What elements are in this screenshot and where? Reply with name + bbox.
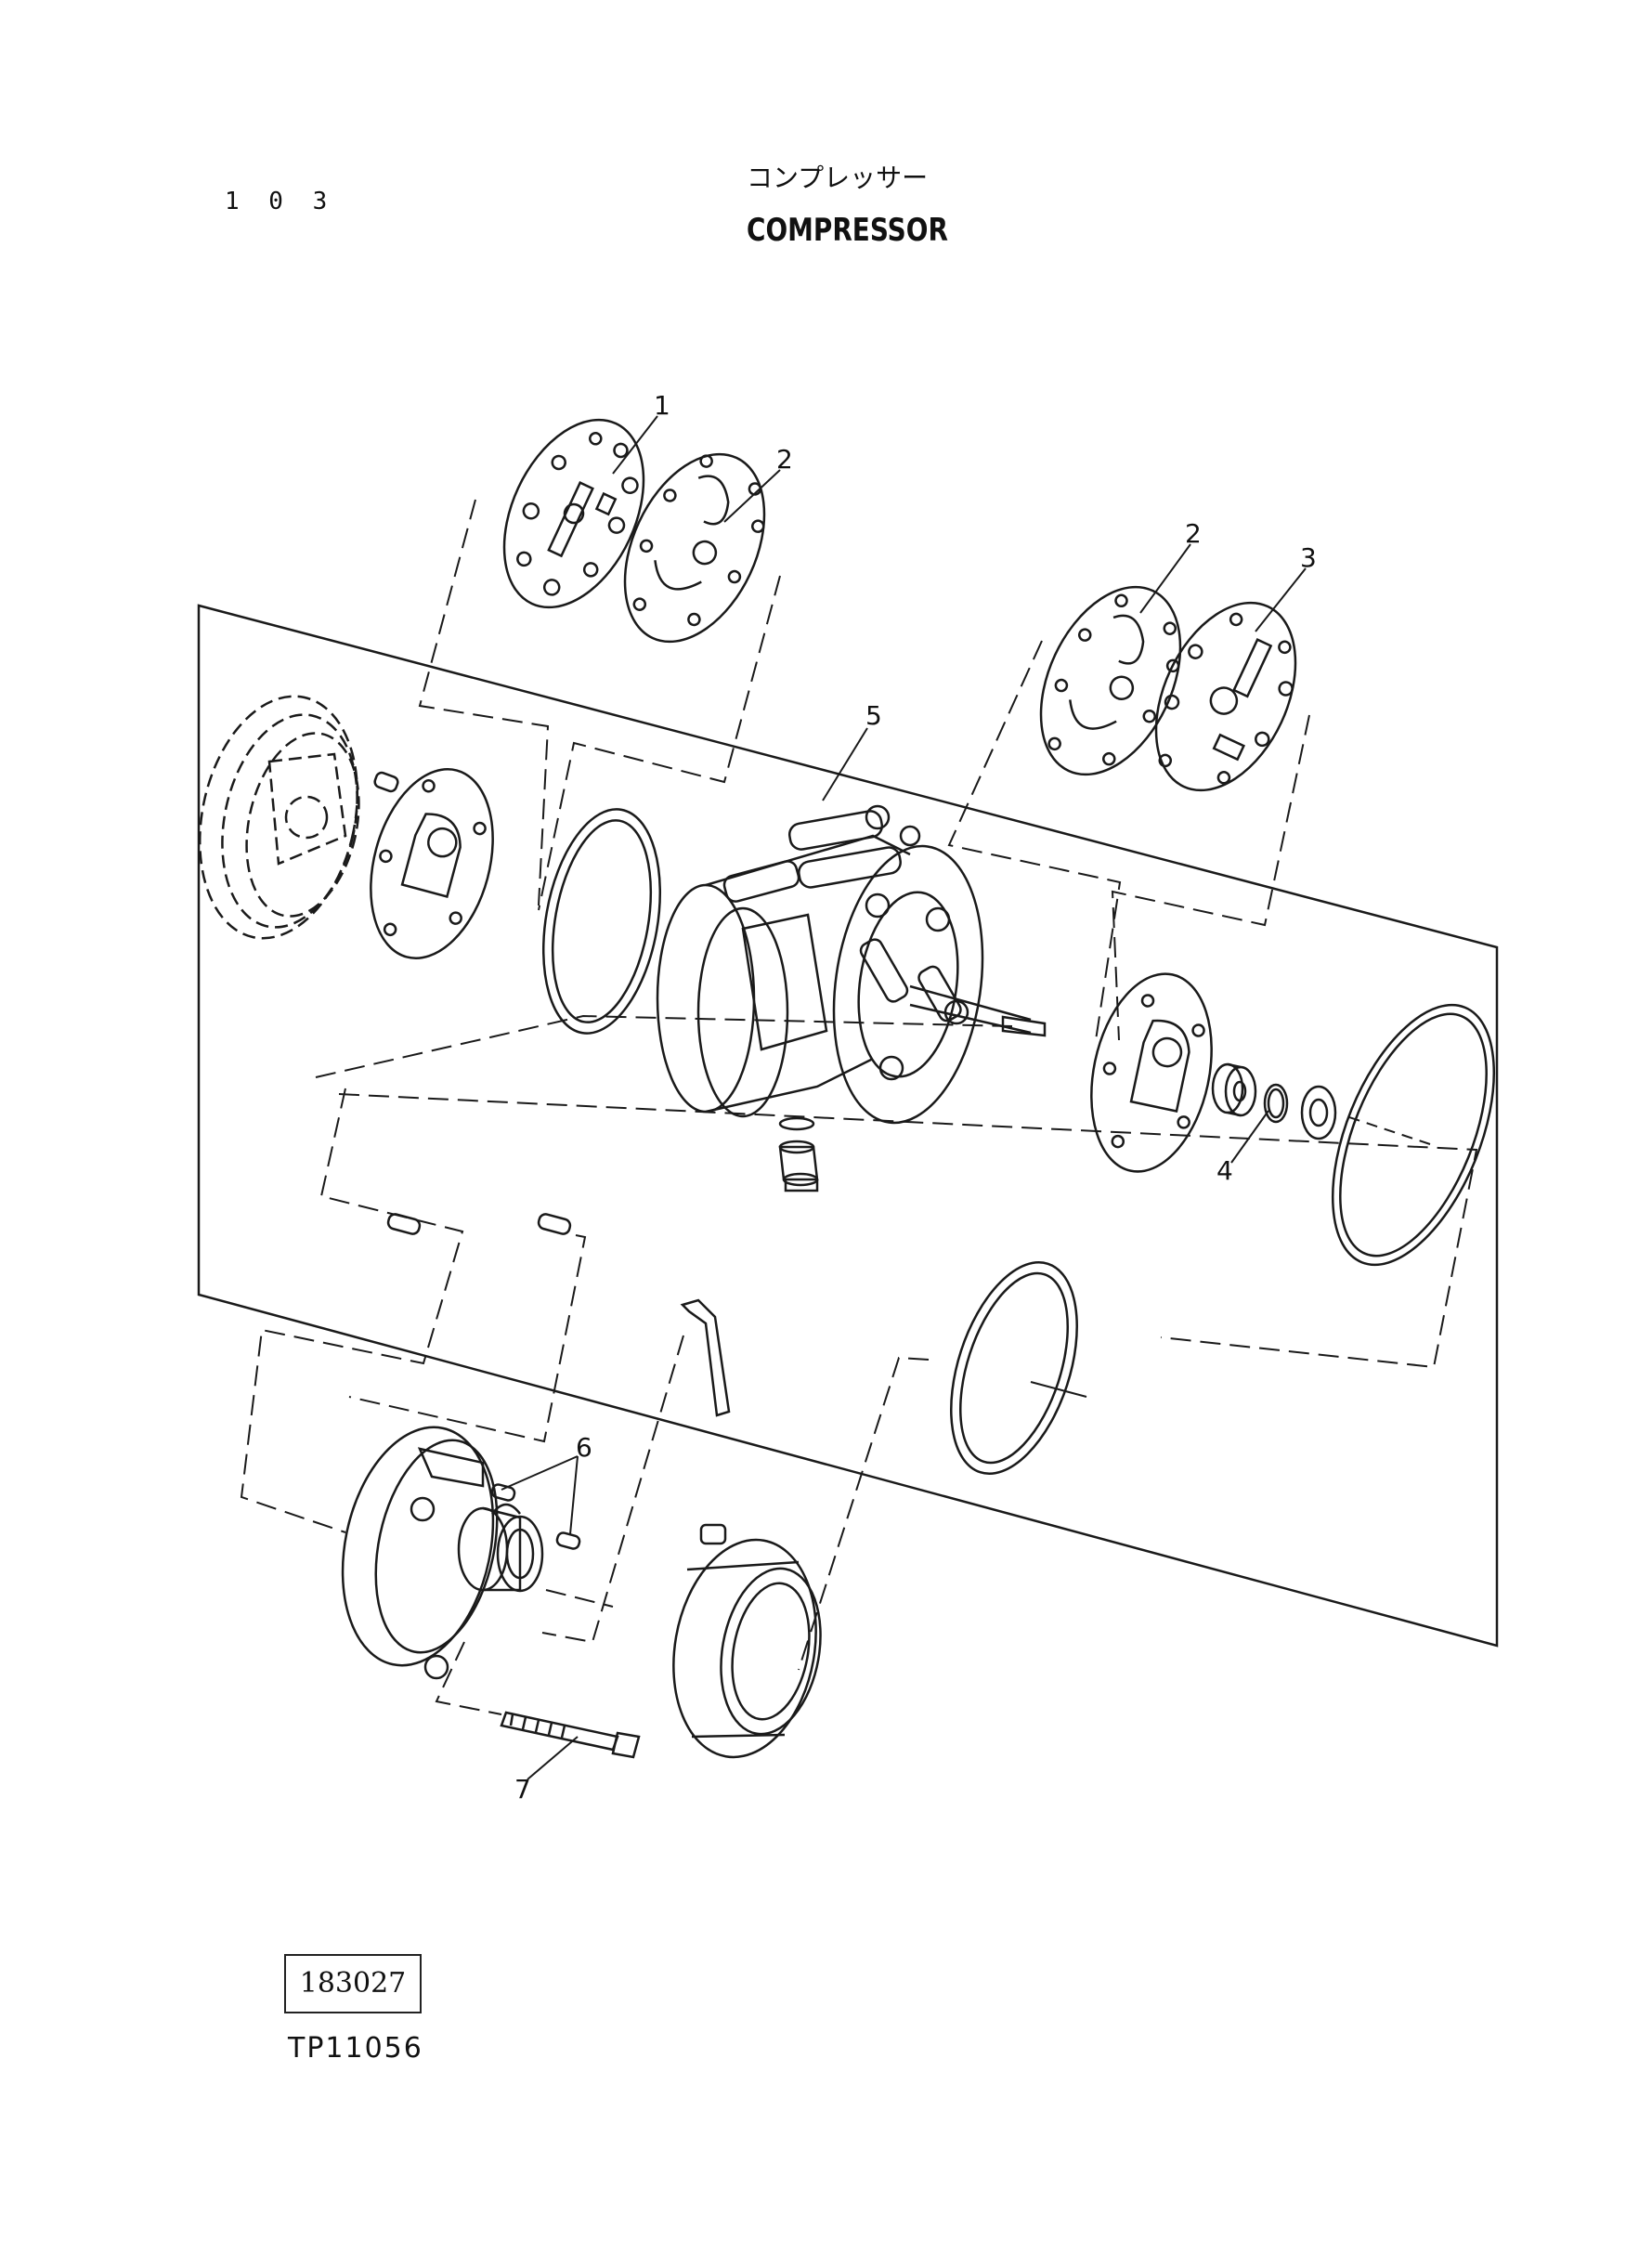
part-6-pin-b [555,1531,581,1550]
callout-7: 7 [514,1774,531,1804]
part-2-gasket-top [623,452,766,644]
reference-number-box: 183027 [284,1954,422,2013]
title-japanese: コンプレッサー [747,163,929,193]
page-title: COMPRESSOR [747,212,948,249]
part-1-plate [502,418,645,609]
front-gasket [370,768,494,959]
drawing-code: TP11056 [288,2032,423,2065]
part-4-o-ring-small [1263,1083,1289,1124]
hex-key [680,1298,731,1417]
callout-5: 5 [865,700,882,731]
front-cover [341,1426,544,1680]
front-head-housing [198,695,360,940]
part-7-bolt [500,1711,641,1759]
part-2-gasket-right [1039,585,1182,776]
part-5-compressor-body [656,804,1047,1192]
part-6-pin-a [490,1483,516,1502]
callout-3: 3 [1300,542,1317,573]
pin-top-left [373,771,399,793]
o-ring-large-right [1331,1003,1496,1267]
reference-number: 183027 [299,1967,407,2000]
o-ring-bottom [950,1261,1078,1475]
callout-2-right: 2 [1185,518,1202,549]
callout-4: 4 [1216,1155,1233,1186]
callout-2-top: 2 [776,444,793,475]
page-number: 1 0 3 [225,188,335,215]
part-3-plate [1154,601,1297,792]
seal-washer [1300,1085,1337,1140]
clutch-coil [672,1523,822,1759]
rear-head-gasket [1090,972,1213,1173]
o-ring-large-left [541,808,662,1035]
pin-right [537,1213,572,1235]
callout-6: 6 [576,1432,592,1463]
assembly-frame [197,604,1499,1648]
shaft-seal-stack [1211,1062,1257,1117]
callout-1: 1 [654,390,670,421]
